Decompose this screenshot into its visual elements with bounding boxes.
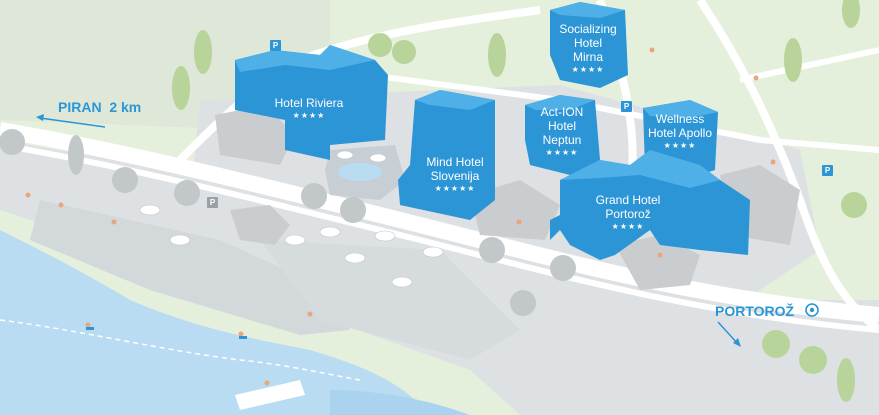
hotel-stars: ★★★★ xyxy=(545,148,579,157)
hotel-label-apollo[interactable]: Wellness Hotel Apollo ★★★★ xyxy=(636,112,724,151)
hotel-stars: ★★★★ xyxy=(611,222,645,231)
portoroz-arrow xyxy=(717,321,739,345)
direction-label-portoroz: PORTOROŽ xyxy=(715,303,795,319)
hotel-name-line: Grand Hotel xyxy=(595,193,661,207)
hotel-name-line: Mirna xyxy=(572,50,603,64)
trees xyxy=(0,0,867,402)
parking-icon: P xyxy=(822,165,833,176)
sea xyxy=(0,230,430,415)
hotel-stars: ★★★★ xyxy=(571,65,605,74)
swimming-rope xyxy=(0,319,361,381)
coastal-road xyxy=(0,122,879,323)
parking-icon: P xyxy=(621,101,632,112)
hotel-name-line: Hotel xyxy=(547,119,576,133)
parking-icon: P xyxy=(207,197,218,208)
hotel-name-line: Slovenija xyxy=(430,169,480,183)
hotel-name-line: Act-ION xyxy=(540,105,584,119)
hotel-neptun-building xyxy=(525,95,600,175)
hotel-label-portoroz[interactable]: Grand Hotel Portorož ★★★★ xyxy=(584,193,672,232)
hotel-name-line: Mind Hotel xyxy=(426,155,484,169)
hotel-name-line: Wellness xyxy=(655,112,705,126)
hotel-portoroz-building xyxy=(550,150,750,260)
piran-arrow xyxy=(39,117,106,128)
location-marker-icon xyxy=(805,303,819,317)
hotel-name-line: Neptun xyxy=(542,133,582,147)
hotel-mirna-building xyxy=(550,2,628,88)
direction-label-piran: PIRAN 2 km xyxy=(58,99,142,115)
hotel-name-line: Hotel Riviera xyxy=(274,96,344,110)
hotel-label-neptun[interactable]: Act-ION Hotel Neptun ★★★★ xyxy=(527,105,597,158)
hotel-riviera-building xyxy=(235,45,388,160)
hotel-label-mirna[interactable]: Socializing Hotel Mirna ★★★★ xyxy=(548,22,628,75)
parking-icon: P xyxy=(270,40,281,51)
hotel-slovenija-building xyxy=(398,90,495,220)
hotel-label-riviera[interactable]: Hotel Riviera ★★★★ xyxy=(262,96,356,121)
hotel-stars: ★★★★★ xyxy=(434,184,476,193)
pier xyxy=(235,380,305,410)
hotel-label-slovenija[interactable]: Mind Hotel Slovenija ★★★★★ xyxy=(410,155,500,194)
hotel-name-line: Hotel Apollo xyxy=(647,126,713,140)
hotel-name-line: Portorož xyxy=(605,207,651,221)
hotel-name-line: Hotel xyxy=(573,36,602,50)
hotel-stars: ★★★★ xyxy=(663,141,697,150)
hotel-name-line: Socializing xyxy=(559,22,617,36)
hotel-stars: ★★★★ xyxy=(292,111,326,120)
